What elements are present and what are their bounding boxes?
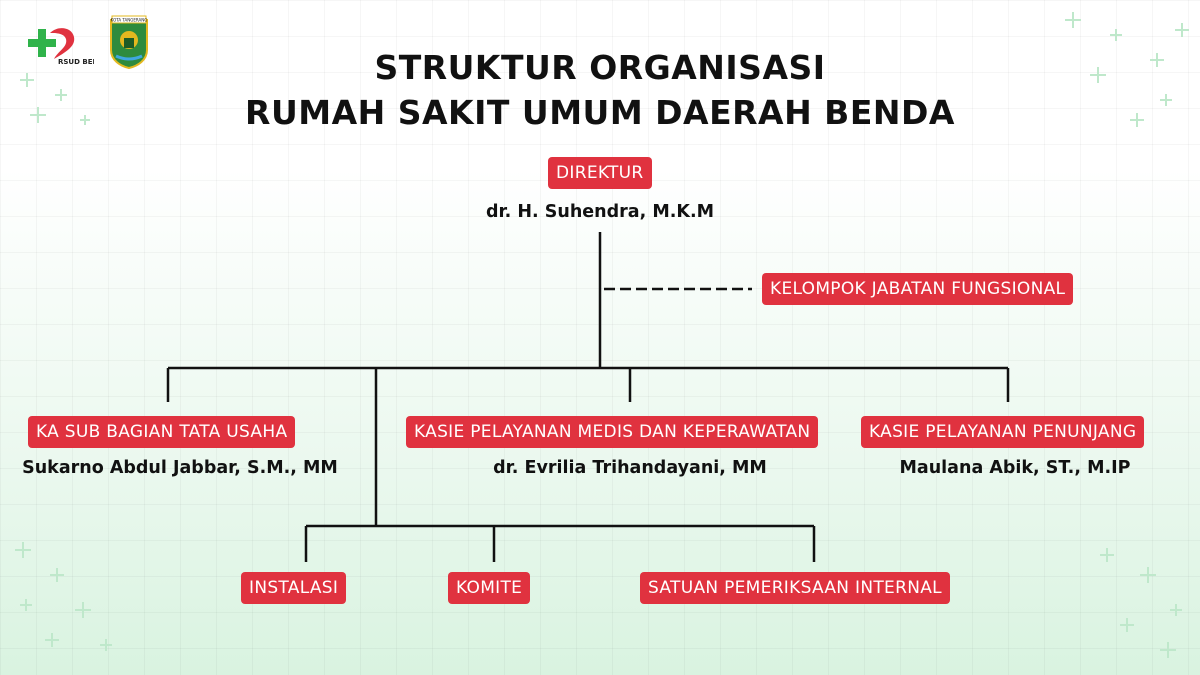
unit-box-spi: SATUAN PEMERIKSAAN INTERNAL xyxy=(640,572,950,604)
page-title-line1: STRUKTUR ORGANISASI xyxy=(374,48,826,87)
section-name: Maulana Abik, ST., M.IP xyxy=(899,458,1131,478)
section-name: Sukarno Abdul Jabbar, S.M., MM xyxy=(22,458,338,478)
section-role-box: KASIE PELAYANAN MEDIS DAN KEPERAWATAN xyxy=(406,416,819,448)
logo-area: RSUD BENDA KOTA TANGERANG xyxy=(22,14,150,70)
city-emblem-logo: KOTA TANGERANG xyxy=(110,15,148,70)
section-role-box: KASIE PELAYANAN PENUNJANG xyxy=(861,416,1145,448)
hospital-logo: RSUD BENDA xyxy=(28,28,94,66)
page-title-line2: RUMAH SAKIT UMUM DAERAH BENDA xyxy=(245,93,955,132)
section-role-box: KA SUB BAGIAN TATA USAHA xyxy=(28,416,296,448)
svg-text:RSUD BENDA: RSUD BENDA xyxy=(58,58,94,66)
section-name: dr. Evrilia Trihandayani, MM xyxy=(493,458,767,478)
unit-box-komite: KOMITE xyxy=(448,572,531,604)
director-name: dr. H. Suhendra, M.K.M xyxy=(485,202,715,222)
svg-text:KOTA TANGERANG: KOTA TANGERANG xyxy=(111,18,148,23)
unit-box-instalasi: INSTALASI xyxy=(241,572,347,604)
functional-group-box: KELOMPOK JABATAN FUNGSIONAL xyxy=(762,273,1074,305)
director-role-box: DIREKTUR xyxy=(548,157,652,189)
